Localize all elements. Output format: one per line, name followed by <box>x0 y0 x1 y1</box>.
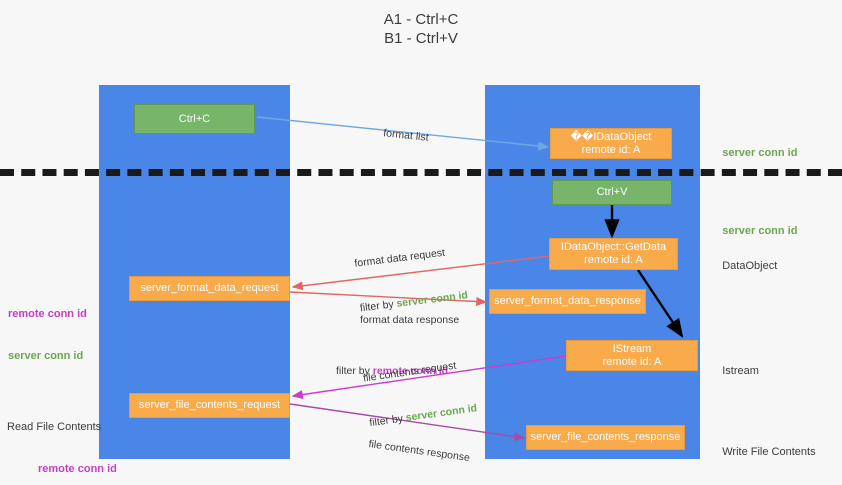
node-idataobject-remote-sub: remote id: A <box>581 143 641 156</box>
edge-label-format-data-response: format data response filter by remote co… <box>336 283 459 409</box>
edge-label-format-data-request-line1: format data request <box>353 246 446 270</box>
annotation-conn-ids-upper-server: server conn id <box>8 350 84 362</box>
node-ctrl-c[interactable]: Ctrl+C <box>134 104 255 134</box>
node-ctrl-v[interactable]: Ctrl+V <box>552 180 672 205</box>
edge-label-format-data-response-line2: filter by remote conn id <box>336 364 459 379</box>
page-title: A1 - Ctrl+C B1 - Ctrl+V <box>383 11 459 47</box>
edge-label-format-list-line1: format list <box>382 127 430 144</box>
annotation-conn-ids-upper-remote: remote conn id <box>8 308 87 320</box>
annotation-dataobject: DataObject <box>710 245 777 287</box>
annotation-conn-ids-upper: remote conn id server conn id <box>8 279 87 391</box>
node-idataobject-remote[interactable]: ��IDataObject remote id: A <box>550 128 672 159</box>
node-server-format-data-response-label: server_format_data_response <box>494 295 641 307</box>
node-idataobject-remote-label: ��IDataObject <box>570 130 652 143</box>
annotation-read-file-contents: Read File Contents remote conn id server… <box>7 392 117 485</box>
annotation-server-conn-id-top: server conn id <box>710 132 797 174</box>
node-ctrl-v-label: Ctrl+V <box>596 186 628 198</box>
annotation-server-conn-id-second-text: server conn id <box>722 225 798 237</box>
edge-label-file-contents-response-line1: file contents response <box>367 438 471 465</box>
annotation-write-file-contents-text: Write File Contents <box>722 446 816 458</box>
edge-label-file-contents-request-line1: file contents request <box>362 359 458 385</box>
node-server-file-contents-request[interactable]: server_file_contents_request <box>129 393 290 418</box>
node-idataobject-getdata[interactable]: IDataObject::GetData remote id: A <box>549 238 678 270</box>
annotation-write-file-contents: Write File Contents <box>710 431 816 473</box>
annotation-istream: Istream <box>710 350 759 392</box>
edge-label-format-data-response-prefix: filter by <box>336 365 373 377</box>
node-server-format-data-request[interactable]: server_format_data_request <box>129 276 290 301</box>
node-server-file-contents-request-label: server_file_contents_request <box>138 399 281 411</box>
edge-label-format-data-response-token: remote conn id <box>372 365 449 377</box>
node-istream[interactable]: IStream remote id: A <box>566 340 698 371</box>
phase-divider <box>0 169 842 176</box>
node-idataobject-getdata-label: IDataObject::GetData <box>560 241 667 253</box>
annotation-read-file-contents-remote: remote conn id <box>38 463 117 475</box>
node-istream-sub: remote id: A <box>602 355 662 368</box>
node-idataobject-getdata-sub: remote id: A <box>584 254 643 266</box>
annotation-read-file-contents-heading: Read File Contents <box>7 421 102 433</box>
node-server-format-data-request-label: server_format_data_request <box>140 282 279 294</box>
annotation-server-conn-id-second: server conn id <box>710 210 797 252</box>
node-ctrl-c-label: Ctrl+C <box>178 112 211 125</box>
annotation-dataobject-text: DataObject <box>722 260 778 272</box>
edge-label-format-data-response-line1: format data response <box>360 314 460 326</box>
annotation-istream-text: Istream <box>722 365 759 377</box>
node-istream-label: IStream <box>612 342 652 355</box>
node-server-format-data-response[interactable]: server_format_data_response <box>489 289 646 314</box>
annotation-server-conn-id-top-text: server conn id <box>722 147 798 159</box>
edge-label-format-list: format list <box>369 110 431 161</box>
node-server-file-contents-response-label: server_file_contents_response <box>530 431 681 443</box>
node-server-file-contents-response[interactable]: server_file_contents_response <box>526 425 685 450</box>
